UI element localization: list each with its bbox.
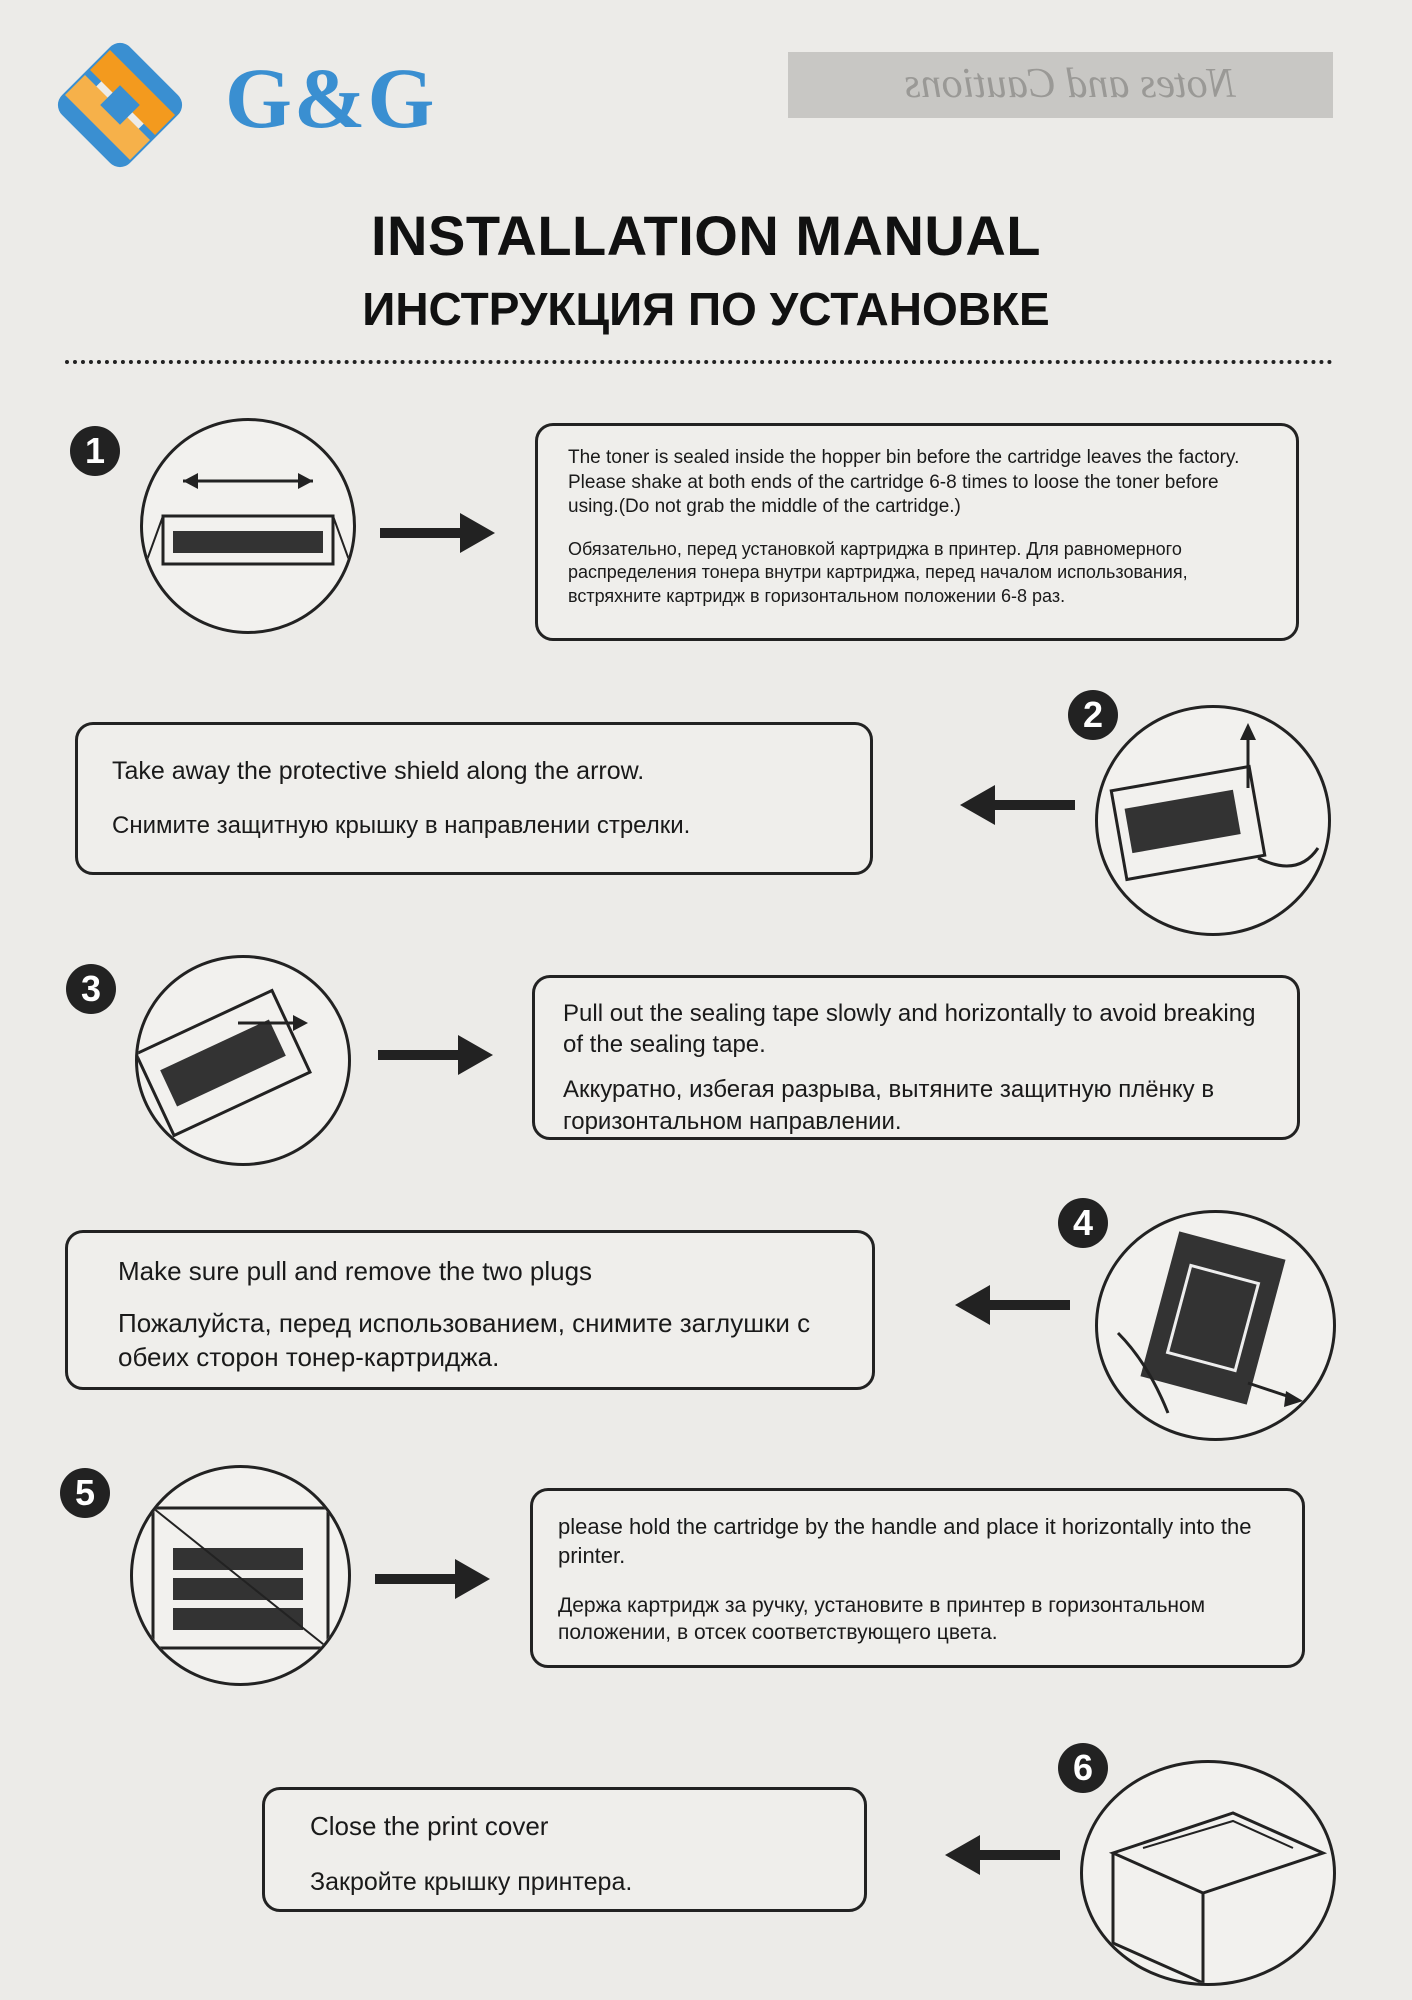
- step-6-ru: Закройте крышку принтера.: [310, 1867, 633, 1896]
- close-cover-icon: [1108, 1811, 1328, 1983]
- insert-cartridge-icon: [151, 1506, 330, 1650]
- step-1-number: 1: [72, 428, 118, 474]
- step-4-text-box: Make sure pull and remove the two plugs …: [65, 1230, 875, 1390]
- arrow-right-icon: [380, 513, 495, 553]
- step-5-text-box: please hold the cartridge by the handle …: [530, 1488, 1305, 1668]
- step-1-ru: Обязательно, перед установкой картриджа …: [568, 539, 1188, 606]
- title-english: INSTALLATION MANUAL: [371, 204, 1041, 267]
- step-3-text-box: Pull out the sealing tape slowly and hor…: [532, 975, 1300, 1140]
- arrow-right-icon: [375, 1559, 490, 1599]
- step-6-number: 6: [1060, 1745, 1106, 1791]
- notes-header-bar: [788, 52, 1333, 118]
- step-4-number: 4: [1060, 1200, 1106, 1246]
- step-6-text-box: Close the print cover Закройте крышку пр…: [262, 1787, 867, 1912]
- step-3-ru: Аккуратно, избегая разрыва, вытяните защ…: [563, 1076, 1215, 1135]
- step-2-ru: Снимите защитную крышку в направлении ст…: [112, 811, 691, 839]
- step-3-number: 3: [68, 966, 114, 1012]
- pull-tape-icon: [138, 988, 312, 1138]
- step-2-number: 2: [1070, 692, 1116, 738]
- step-5-illustration: [130, 1465, 351, 1686]
- step-2-en: Take away the protective shield along th…: [112, 757, 645, 785]
- arrow-left-icon: [955, 1285, 1070, 1325]
- brand-name: G&G: [225, 50, 437, 146]
- step-1-text-box: The toner is sealed inside the hopper bi…: [535, 423, 1299, 641]
- step-5-number: 5: [62, 1470, 108, 1516]
- remove-plugs-icon: [1116, 1231, 1303, 1414]
- step-4-ru: Пожалуйста, перед использованием, снимит…: [118, 1307, 811, 1372]
- step-5-ru: Держа картридж за ручку, установите в пр…: [558, 1594, 1206, 1645]
- arrow-right-icon: [378, 1035, 493, 1075]
- gg-logo-icon: [57, 42, 183, 168]
- step-4-en: Make sure pull and remove the two plugs: [118, 1256, 593, 1286]
- step-1-en: The toner is sealed inside the hopper bi…: [568, 447, 1240, 518]
- arrow-left-icon: [960, 785, 1075, 825]
- step-6-en: Close the print cover: [310, 1811, 549, 1841]
- title-russian: ИНСТРУКЦИЯ ПО УСТАНОВКЕ: [362, 283, 1050, 335]
- step-1-illustration: [140, 418, 356, 634]
- step-3-illustration: [135, 955, 351, 1166]
- dotted-divider: [65, 360, 1333, 364]
- step-6-illustration: [1080, 1760, 1336, 1986]
- step-2-illustration: [1095, 705, 1331, 936]
- notes-header-label: Notes and Cautions: [904, 61, 1236, 107]
- step-5-en: please hold the cartridge by the handle …: [558, 1514, 1252, 1568]
- step-3-en: Pull out the sealing tape slowly and hor…: [563, 1000, 1256, 1059]
- shake-cartridge-icon: [143, 473, 353, 572]
- remove-shield-icon: [1109, 723, 1320, 882]
- arrow-left-icon: [945, 1835, 1060, 1875]
- step-2-text-box: Take away the protective shield along th…: [75, 722, 873, 875]
- step-4-illustration: [1095, 1210, 1336, 1441]
